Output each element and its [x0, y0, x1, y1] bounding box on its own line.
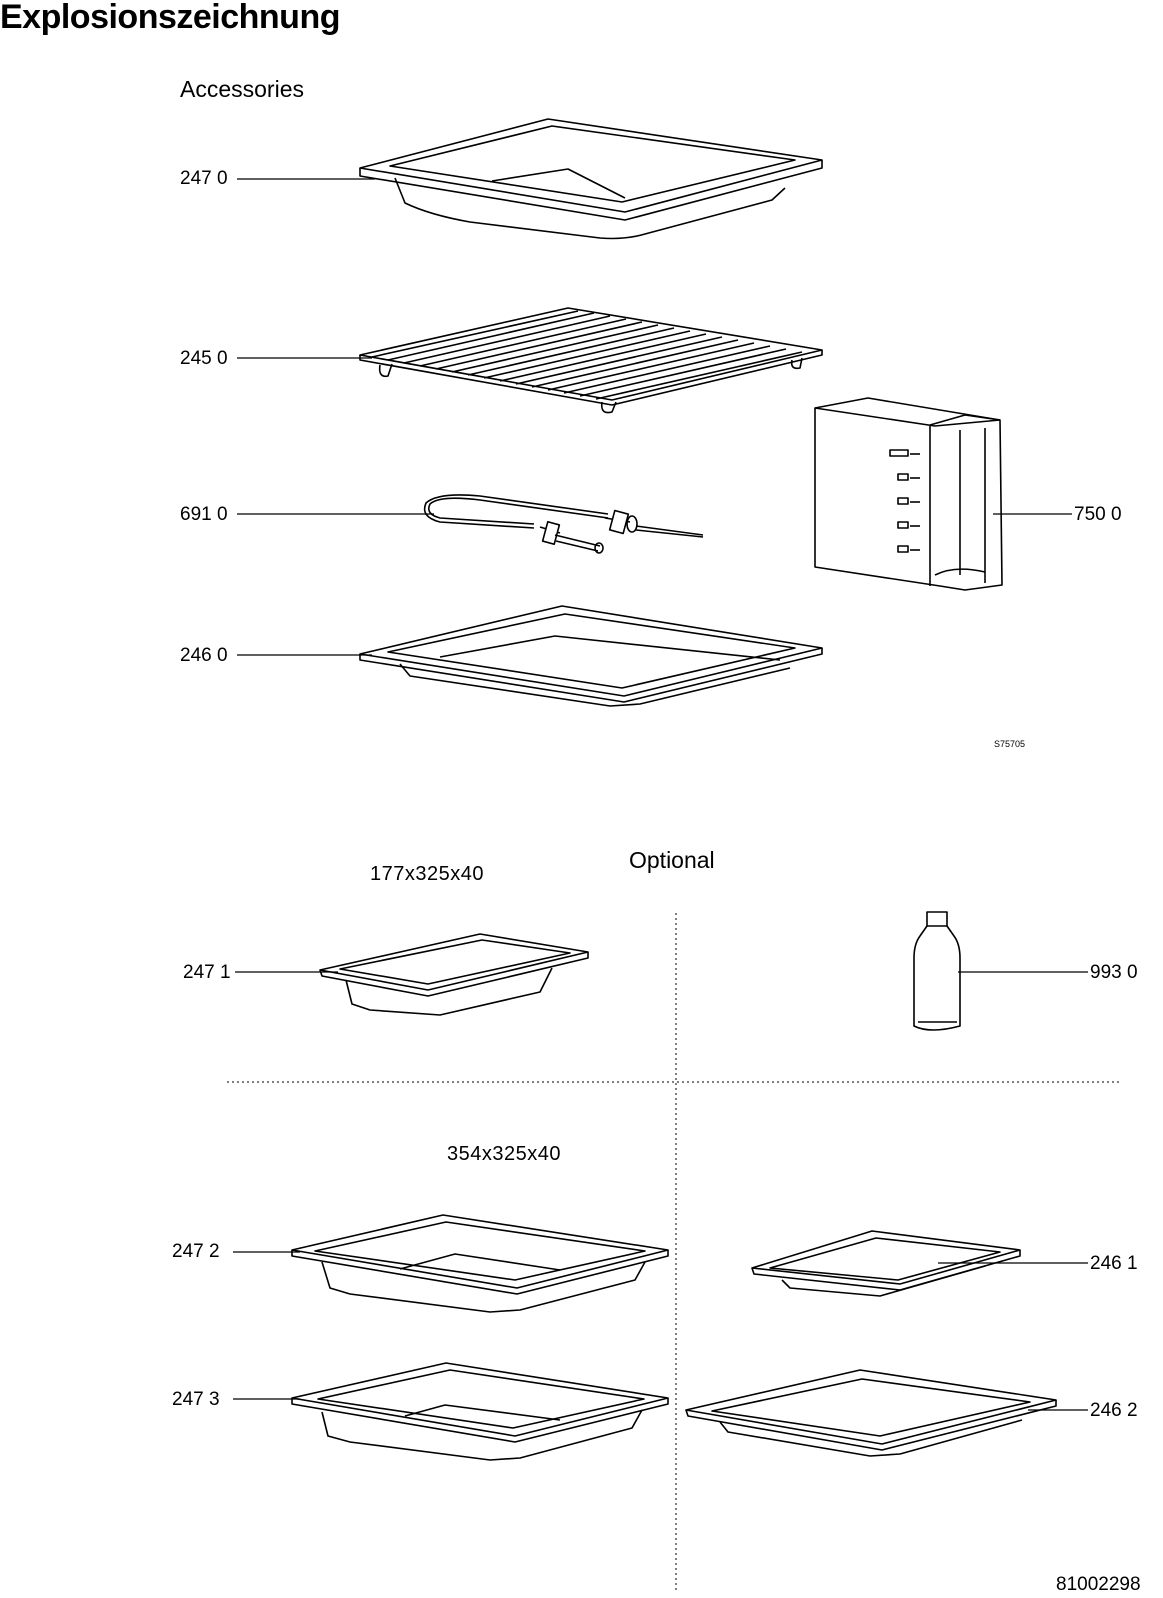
descaler-bottle-9930 — [913, 911, 961, 1031]
part-label-9930: 993 0 — [1090, 962, 1138, 983]
part-label-2473: 247 3 — [172, 1389, 220, 1410]
water-tank-7500 — [814, 397, 1003, 591]
part-label-7500: 750 0 — [1074, 504, 1122, 525]
figure-code: S75705 — [994, 739, 1026, 749]
tray-small-deep-2471 — [319, 933, 589, 1016]
part-label-2470: 247 0 — [180, 168, 228, 189]
tray-large-deep-2473 — [291, 1362, 669, 1461]
part-label-6910: 691 0 — [180, 504, 228, 525]
tray-flat-2462 — [685, 1369, 1057, 1457]
part-label-2461: 246 1 — [1090, 1253, 1138, 1274]
part-label-2472: 247 2 — [172, 1241, 220, 1262]
document-number: 81002298 — [1056, 1574, 1141, 1595]
dimension-small-tray: 177x325x40 — [370, 863, 484, 885]
tray-deep-2470 — [359, 118, 823, 240]
part-label-2460: 246 0 — [180, 645, 228, 666]
grill-rack-2450 — [359, 307, 823, 414]
section-optional: Optional — [629, 847, 715, 873]
part-label-2462: 246 2 — [1090, 1400, 1138, 1421]
tray-flat-2460 — [359, 605, 823, 707]
tray-large-deep-2472 — [291, 1214, 669, 1313]
temperature-probe-6910 — [423, 494, 704, 554]
tray-small-flat-2461 — [751, 1230, 1021, 1297]
page-title: Explosionszeichnung — [0, 0, 340, 36]
section-accessories: Accessories — [180, 76, 304, 102]
part-label-2471: 247 1 — [183, 962, 231, 983]
dimension-large-tray: 354x325x40 — [447, 1143, 561, 1165]
part-label-2450: 245 0 — [180, 348, 228, 369]
